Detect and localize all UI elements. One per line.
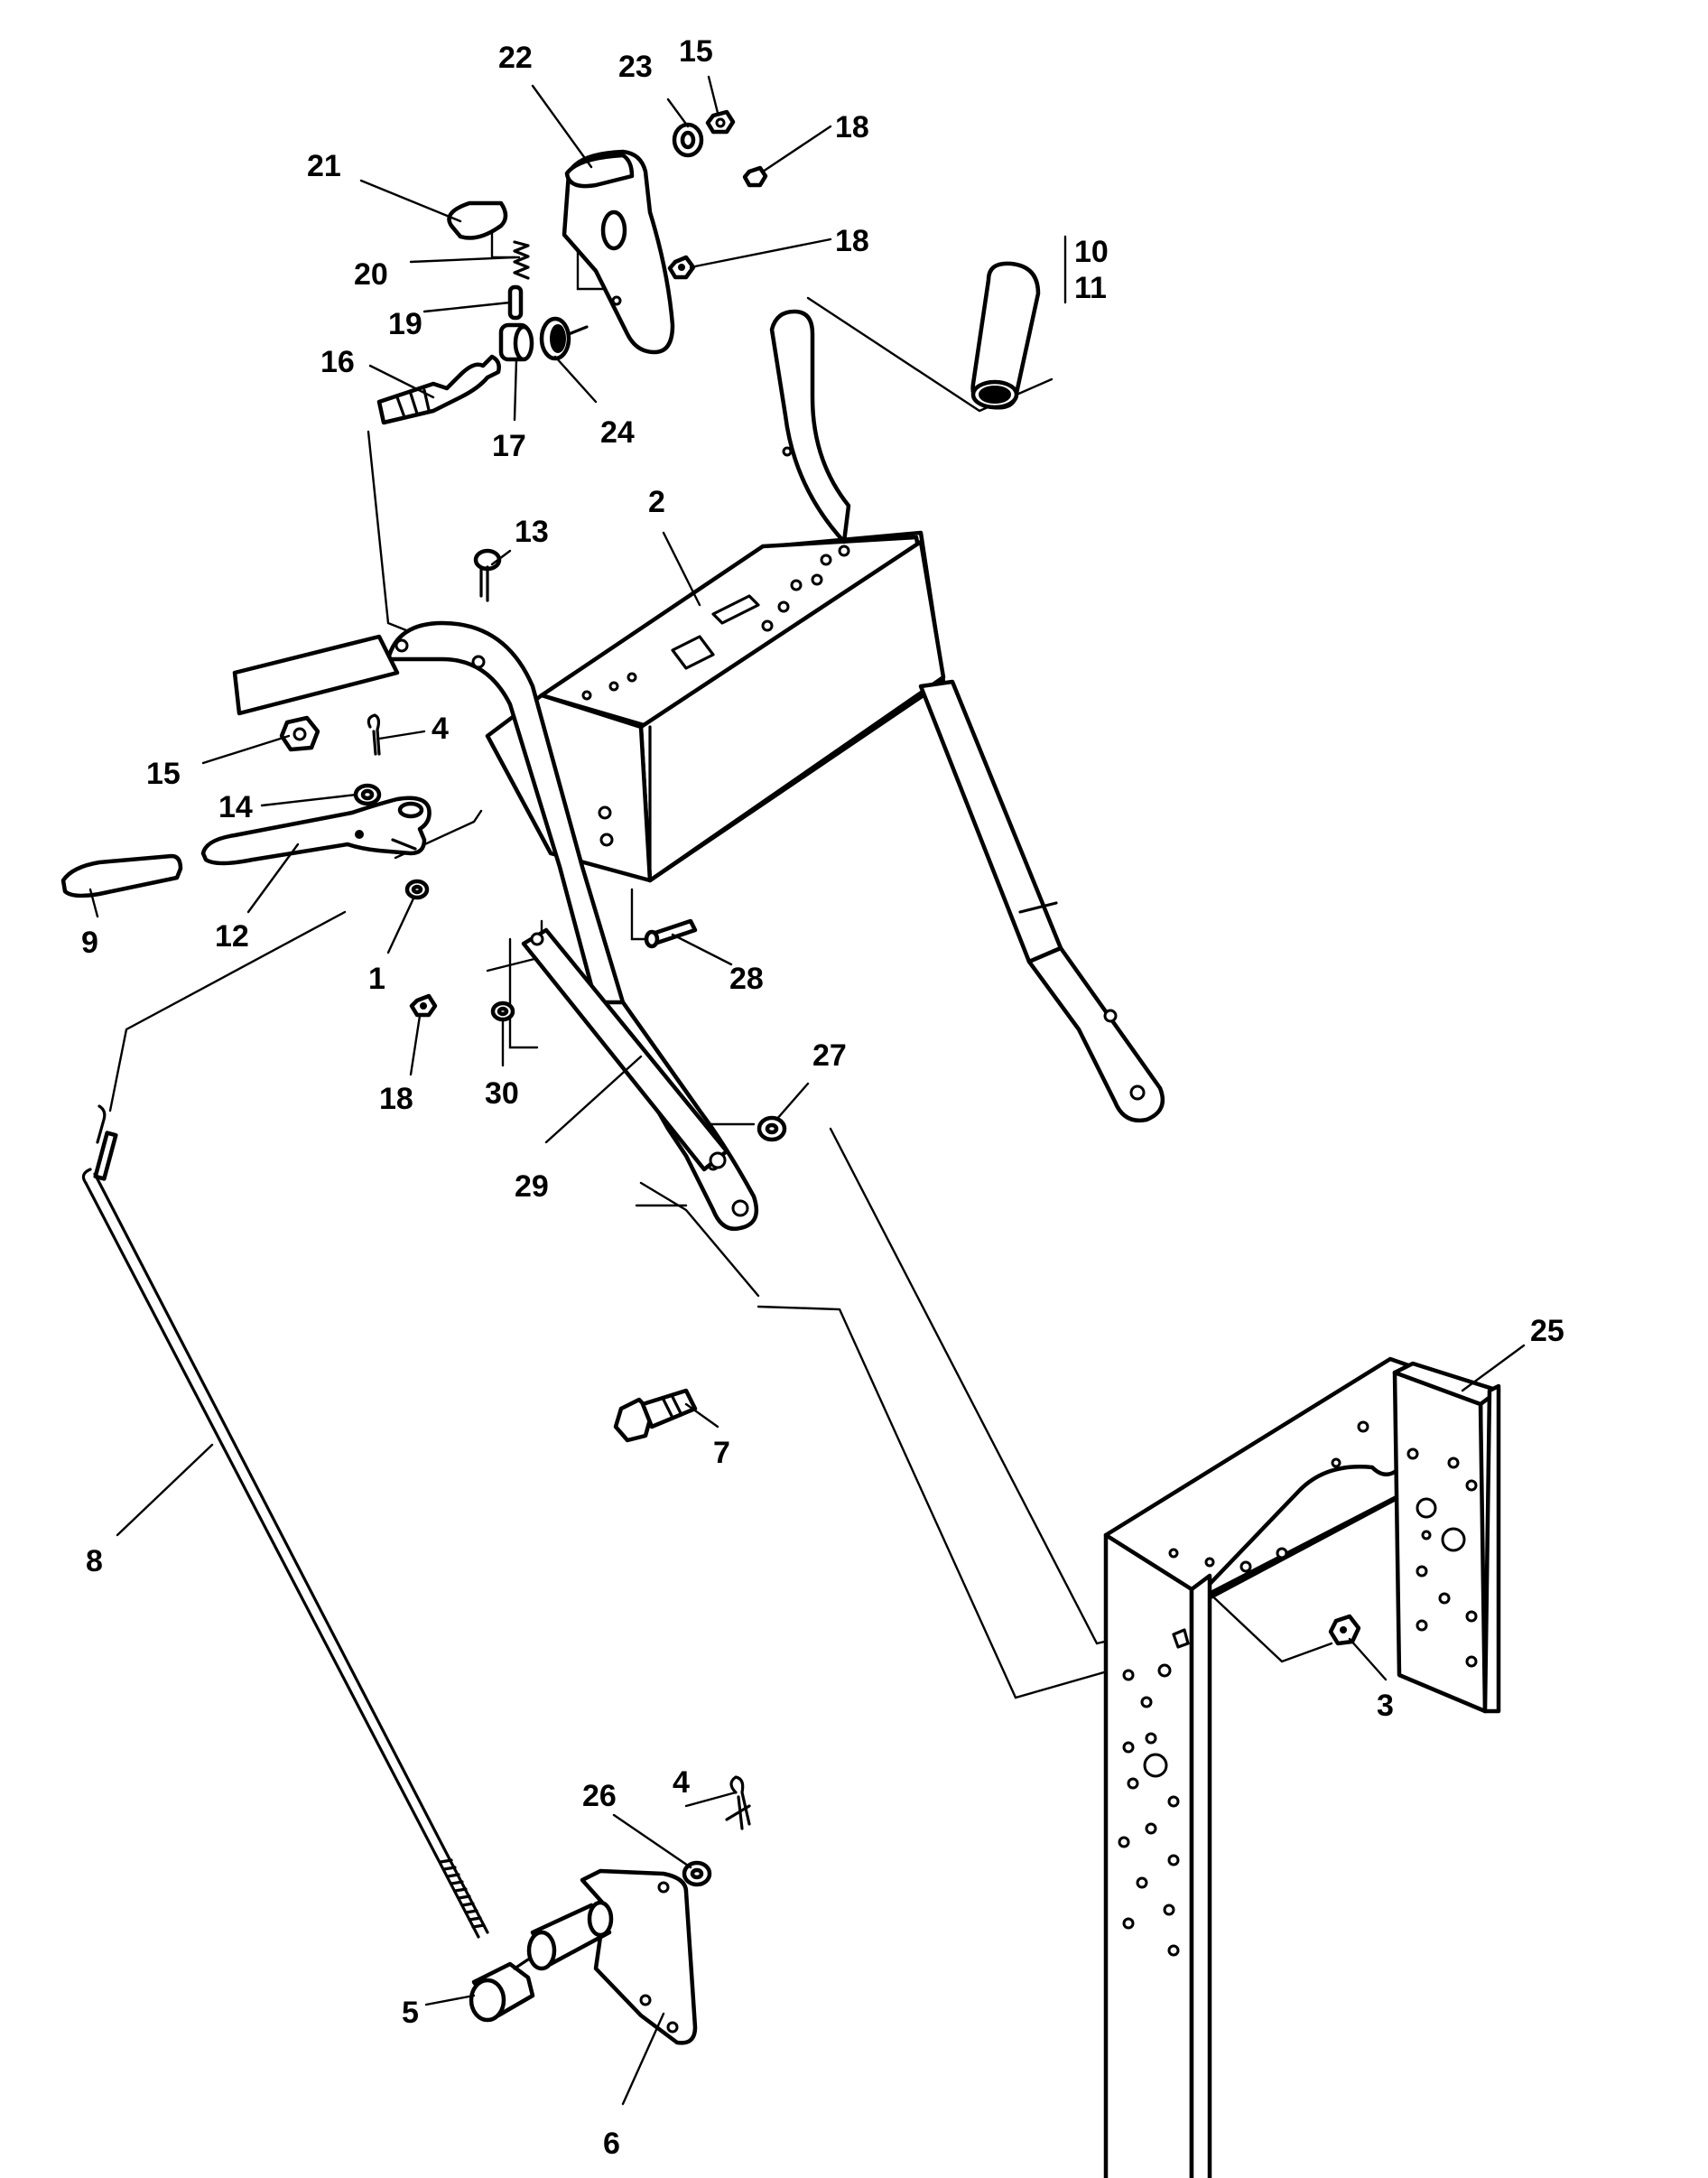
callout-23: 23 (618, 50, 653, 84)
lock-nut-middle (667, 255, 696, 280)
callout-leaders (88, 75, 1526, 2106)
lock-nut-upper (742, 165, 768, 188)
right-handlebar (769, 309, 1165, 1123)
callout-2: 2 (648, 485, 665, 519)
mounting-bracket (1103, 1356, 1501, 2178)
assembly-lines (108, 174, 1333, 1699)
hairpin-cotter-lower (725, 1775, 751, 1830)
callout-3: 3 (1377, 1689, 1394, 1723)
callout-9: 9 (81, 926, 98, 960)
lock-nut-lower (409, 993, 438, 1018)
callout-18-middle: 18 (835, 224, 869, 258)
hex-nut-3 (1328, 1614, 1361, 1646)
carriage-bolt (473, 548, 502, 602)
hand-grip (970, 261, 1041, 410)
lever-grip (60, 853, 183, 898)
washer-26 (682, 1860, 712, 1887)
callout-4-top: 4 (432, 712, 449, 746)
callout-6: 6 (603, 2127, 620, 2161)
hairpin-cotter-upper (367, 713, 381, 756)
callout-19: 19 (388, 307, 422, 341)
callout-10: 10 (1074, 235, 1109, 269)
callout-25: 25 (1530, 1314, 1564, 1348)
callout-15-top: 15 (679, 34, 713, 69)
callout-15-left: 15 (146, 757, 181, 791)
chute-control-lever (562, 149, 675, 355)
control-lever (200, 796, 432, 866)
callout-27: 27 (812, 1038, 847, 1073)
callout-28: 28 (729, 962, 764, 996)
callout-26: 26 (582, 1779, 617, 1813)
hex-nut-left (279, 715, 320, 752)
clevis-pin (644, 918, 698, 949)
callout-14: 14 (218, 790, 253, 824)
callout-4-lower: 4 (673, 1765, 690, 1800)
lever-knob (447, 200, 508, 240)
pin (507, 284, 524, 321)
callout-16: 16 (320, 345, 355, 379)
callout-20: 20 (354, 257, 388, 292)
chute-shaft (376, 354, 501, 425)
rod-threads (439, 1858, 486, 1929)
callout-5: 5 (402, 1996, 419, 2030)
spring (513, 240, 530, 280)
washer-1 (404, 879, 430, 900)
callout-18-top: 18 (835, 110, 869, 144)
brace-bar (521, 927, 729, 1172)
callout-18-lower: 18 (379, 1082, 413, 1116)
callout-1: 1 (368, 962, 385, 996)
top-nut (705, 109, 736, 135)
callout-22: 22 (498, 41, 533, 75)
shift-rod (81, 1104, 489, 1939)
callout-29: 29 (515, 1169, 549, 1204)
callout-11: 11 (1074, 271, 1107, 305)
callout-21: 21 (307, 149, 341, 183)
callout-30: 30 (485, 1076, 519, 1111)
spacer-washer (539, 316, 589, 361)
ferrule (469, 1958, 535, 2023)
flat-washer-14 (353, 783, 382, 806)
callout-labels: 22 23 15 18 21 18 10 11 20 19 16 17 24 2… (81, 34, 1564, 2161)
shift-bracket (526, 1868, 698, 2045)
callout-24: 24 (600, 415, 635, 450)
callout-17: 17 (492, 429, 526, 463)
washer-27 (757, 1115, 787, 1142)
bushing (498, 322, 534, 362)
callout-13: 13 (515, 515, 549, 549)
callout-7: 7 (713, 1436, 730, 1470)
top-washer (672, 122, 704, 158)
callout-12: 12 (215, 919, 249, 954)
callout-8: 8 (86, 1544, 103, 1578)
washer-30 (490, 1001, 515, 1022)
bracket-holes (1118, 1420, 1478, 1957)
hex-bolt (613, 1388, 698, 1443)
